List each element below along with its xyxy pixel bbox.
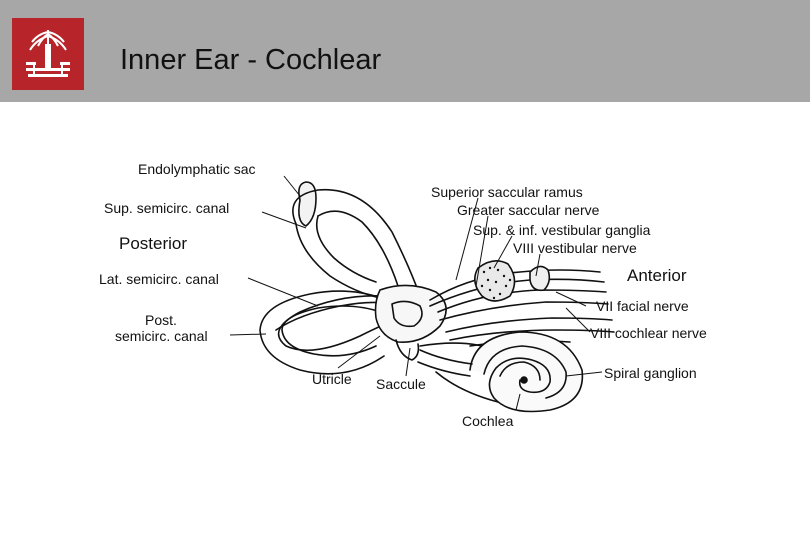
label-vestibular-ganglia: Sup. & inf. vestibular ganglia bbox=[473, 222, 651, 238]
label-spiral-ganglion: Spiral ganglion bbox=[604, 365, 697, 381]
label-post-semicirc-canal: semicirc. canal bbox=[115, 328, 208, 344]
slide-header: Inner Ear - Cochlear bbox=[0, 0, 810, 102]
label-anterior: Anterior bbox=[627, 266, 687, 285]
label-viii-vestibular-nerve: VIII vestibular nerve bbox=[513, 240, 637, 256]
label-greater-saccular-nerve: Greater saccular nerve bbox=[457, 202, 600, 218]
slide-title: Inner Ear - Cochlear bbox=[120, 44, 382, 76]
label-superior-saccular-ramus: Superior saccular ramus bbox=[431, 184, 583, 200]
diagram-labels: Endolymphatic sac Sup. semicirc. canal P… bbox=[99, 161, 707, 429]
label-cochlea: Cochlea bbox=[462, 413, 514, 429]
label-viii-cochlear-nerve: VIII cochlear nerve bbox=[590, 325, 707, 341]
label-post-line1: Post. bbox=[145, 312, 177, 328]
label-sup-semicirc-canal: Sup. semicirc. canal bbox=[104, 200, 229, 216]
inner-ear-illustration bbox=[259, 181, 615, 413]
leader-lines bbox=[229, 175, 603, 411]
university-logo bbox=[12, 18, 84, 90]
label-saccule: Saccule bbox=[376, 376, 426, 392]
label-lat-semicirc-canal: Lat. semicirc. canal bbox=[99, 271, 219, 287]
label-posterior: Posterior bbox=[119, 234, 187, 253]
label-endolymphatic-sac: Endolymphatic sac bbox=[138, 161, 256, 177]
label-vii-facial-nerve: VII facial nerve bbox=[596, 298, 689, 314]
palmetto-seal-icon bbox=[12, 18, 84, 90]
label-utricle: Utricle bbox=[312, 371, 352, 387]
